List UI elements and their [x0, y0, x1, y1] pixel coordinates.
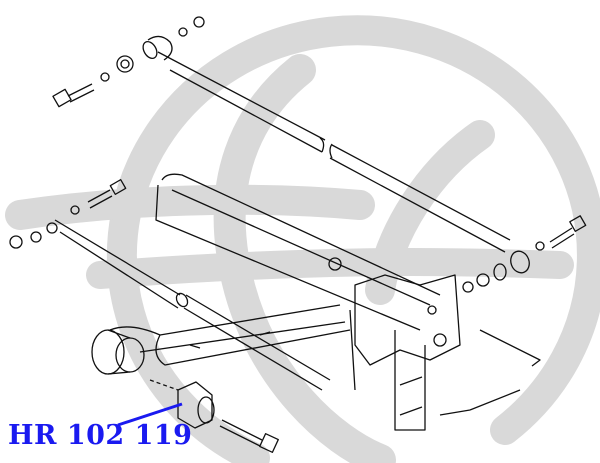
label-pointer-line — [117, 402, 183, 427]
upper-bolt-left-icon — [52, 16, 205, 108]
part-number-label: HR 102 119 — [8, 420, 193, 451]
watermark-logo-icon — [5, 15, 600, 463]
target-bushing-icon — [149, 379, 215, 429]
line-art — [9, 16, 587, 453]
right-fasteners-icon — [328, 215, 587, 293]
arm-bushing-icon — [91, 329, 145, 375]
lower-left-fasteners-icon — [9, 179, 127, 249]
lower-bolt-icon — [219, 419, 279, 453]
